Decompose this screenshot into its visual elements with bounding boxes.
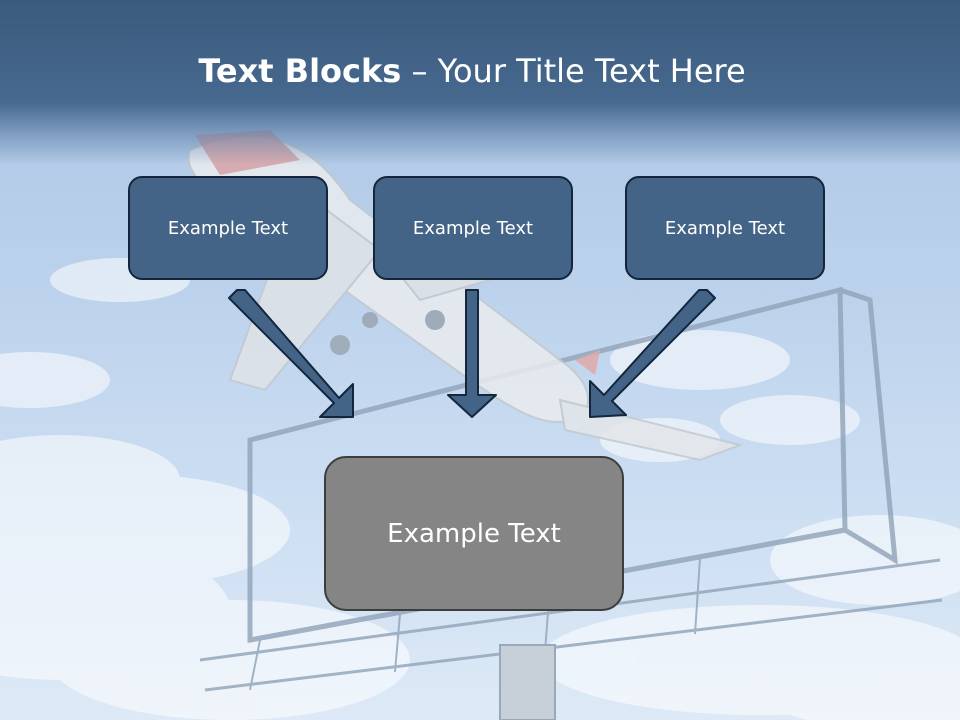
text-block-bottom-label: Example Text xyxy=(387,518,561,549)
arrow-center xyxy=(447,289,497,418)
title-band xyxy=(0,0,960,165)
title-bold: Text Blocks xyxy=(198,52,402,90)
arrow-right xyxy=(589,289,716,418)
title-rest: – Your Title Text Here xyxy=(401,52,746,90)
text-block-top-left-label: Example Text xyxy=(167,217,289,239)
text-block-bottom[interactable]: Example Text xyxy=(324,456,624,611)
text-block-top-center[interactable]: Example Text xyxy=(373,176,573,280)
arrow-left xyxy=(228,289,354,418)
text-block-top-right-label: Example Text xyxy=(664,217,786,239)
billboard xyxy=(199,286,943,692)
billboard-pole xyxy=(499,644,556,720)
text-block-top-left[interactable]: Example Text xyxy=(128,176,328,280)
slide-title: Text Blocks – Your Title Text Here xyxy=(0,52,944,90)
text-block-top-right[interactable]: Example Text xyxy=(625,176,825,280)
text-block-top-center-label: Example Text xyxy=(412,217,534,239)
